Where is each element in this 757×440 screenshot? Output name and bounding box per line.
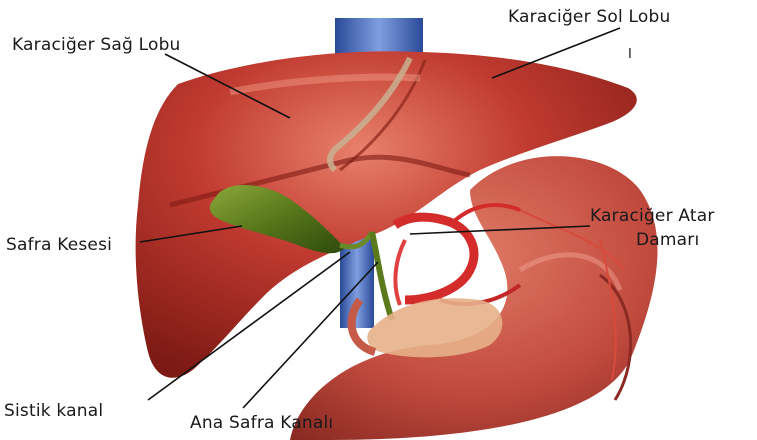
label-cystic-duct: Sistik kanal (4, 402, 103, 421)
label-gallbladder: Safra Kesesi (6, 236, 112, 255)
hepatic-artery (395, 217, 474, 300)
common-bile-duct (372, 232, 392, 320)
label-left-lobe: Karaciğer Sol Lobu (508, 8, 670, 27)
label-left-lobe-marker: I (628, 48, 632, 62)
label-right-lobe: Karaciğer Sağ Lobu (12, 36, 181, 55)
label-hepatic-artery-line2: Damarı (636, 231, 699, 250)
label-common-bile-duct: Ana Safra Kanalı (190, 414, 333, 433)
vena-cava-bottom (340, 238, 374, 328)
label-hepatic-artery-line1: Karaciğer Atar (590, 207, 715, 226)
artery-branch-1 (395, 240, 405, 305)
